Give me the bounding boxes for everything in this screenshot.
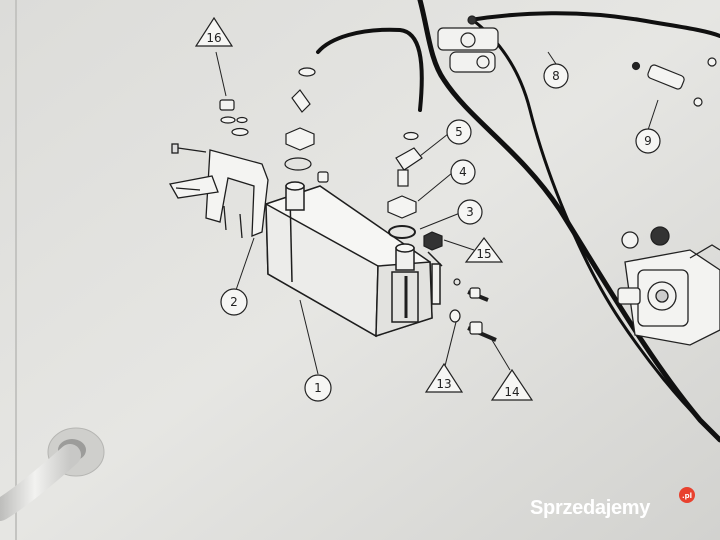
inline-filter-part-9 xyxy=(631,57,717,107)
callout-2-label: 2 xyxy=(230,295,238,309)
callout-8-label: 8 xyxy=(552,69,560,83)
callout-13-label: 13 xyxy=(436,377,451,391)
fuel-hose-lines xyxy=(316,0,720,443)
callout-16-label: 16 xyxy=(206,31,221,45)
watermark-badge-icon xyxy=(679,487,695,503)
hose-top-right xyxy=(468,11,720,38)
watermark-badge-text: .pl xyxy=(682,492,692,500)
callout-5-label: 5 xyxy=(455,125,463,139)
sprzedajemy-watermark: Sprzedajemy .pl xyxy=(530,487,695,519)
callout-3-label: 3 xyxy=(466,205,474,219)
callout-14-label: 14 xyxy=(504,385,519,399)
fuel-pump-sketch xyxy=(617,226,720,346)
watermark-brand-text: Sprzedajemy xyxy=(530,497,651,519)
bracket-part-2 xyxy=(168,143,269,239)
callout-15: 15 xyxy=(464,237,504,263)
callout-13: 13 xyxy=(424,362,464,393)
white-cable-foreground xyxy=(0,427,105,521)
hose-main-curve xyxy=(417,0,720,443)
callout-5: 5 xyxy=(446,119,472,145)
fuel-filter-housing-part-1 xyxy=(265,181,443,338)
callout-16: 16 xyxy=(194,16,234,47)
injector-rail-sketch xyxy=(437,15,499,73)
callout-markers: 1 2 3 4 5 8 9 13 xyxy=(194,16,661,402)
callout-1-label: 1 xyxy=(314,381,322,395)
callout-1: 1 xyxy=(304,374,332,402)
callout-4-label: 4 xyxy=(459,165,467,179)
hose-secondary xyxy=(468,16,702,422)
callout-15-label: 15 xyxy=(476,247,491,261)
hose-left-loop xyxy=(316,27,424,112)
callout-9: 9 xyxy=(635,128,661,154)
callout-3: 3 xyxy=(457,199,483,225)
callout-8: 8 xyxy=(543,63,569,89)
fittings-small-parts xyxy=(219,67,497,342)
callout-9-label: 9 xyxy=(644,134,652,148)
callout-14: 14 xyxy=(490,368,534,401)
callout-4: 4 xyxy=(450,159,476,185)
callout-leader-lines xyxy=(215,51,659,375)
callout-2: 2 xyxy=(220,288,248,316)
